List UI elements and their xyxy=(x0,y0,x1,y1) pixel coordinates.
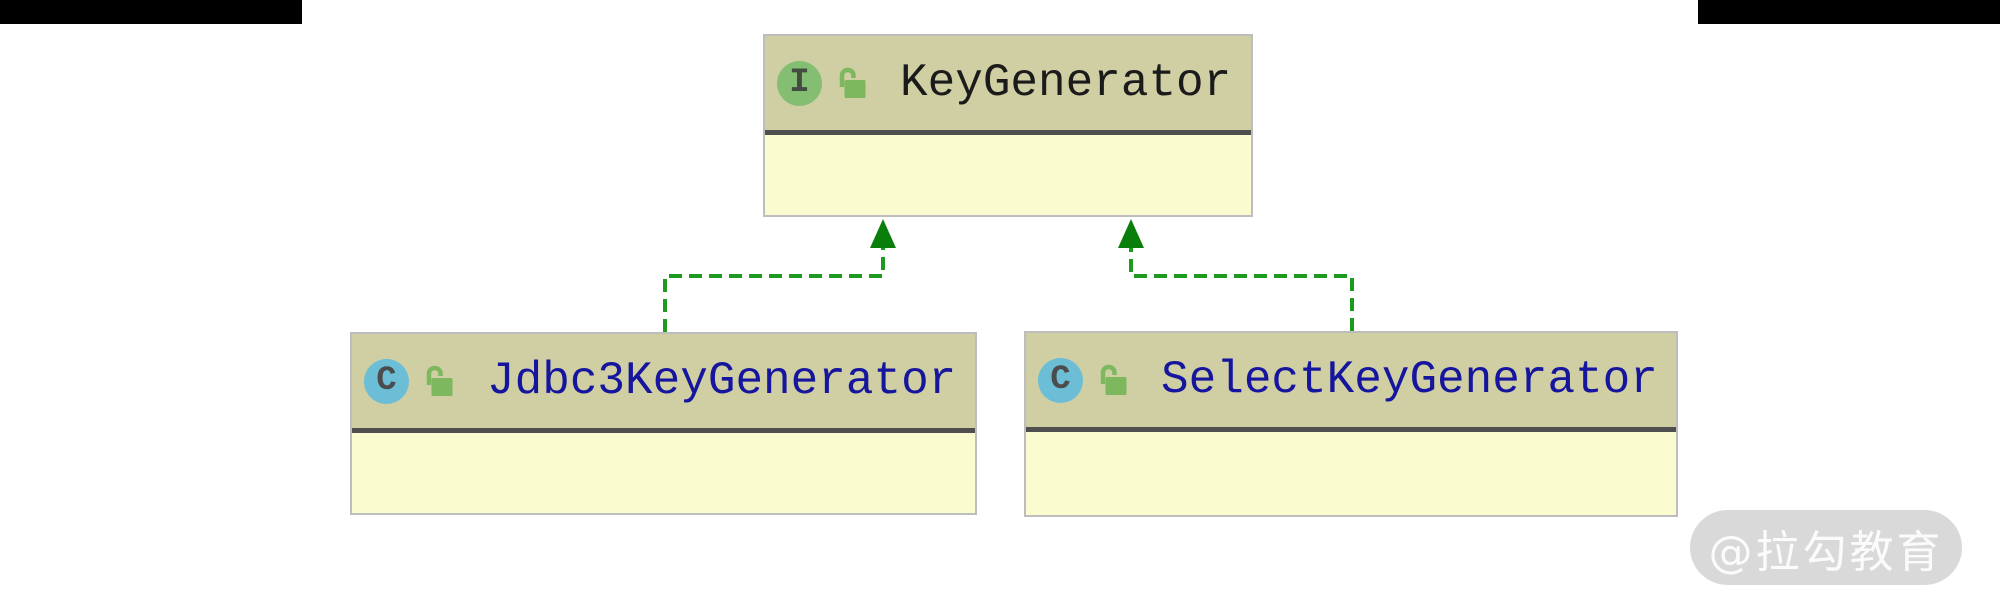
node-members-section xyxy=(765,135,1251,215)
lock-shackle xyxy=(839,67,856,87)
lock-shackle xyxy=(1100,364,1117,384)
node-title-bar: C Jdbc3KeyGenerator xyxy=(352,334,975,428)
lock-body xyxy=(844,80,866,98)
node-separator xyxy=(352,428,975,433)
edge-jdbc3-implements-keygenerator[interactable] xyxy=(663,219,896,332)
watermark-text: @拉勾教育 xyxy=(1708,526,1944,578)
lock-body xyxy=(1105,377,1127,395)
uml-node-keygenerator[interactable]: I KeyGenerator xyxy=(763,34,1253,217)
node-name-keygenerator: KeyGenerator xyxy=(900,57,1232,109)
lock-shackle xyxy=(426,365,443,385)
unlocked-visibility-icon xyxy=(426,365,453,396)
node-separator xyxy=(1026,427,1676,432)
class-badge-letter: C xyxy=(1050,361,1071,399)
uml-node-selectkeygenerator[interactable]: C SelectKeyGenerator xyxy=(1024,331,1678,517)
lock-body xyxy=(431,378,453,396)
node-members-section xyxy=(352,433,975,513)
node-title-bar: I KeyGenerator xyxy=(765,36,1251,130)
node-name-selectkeygenerator: SelectKeyGenerator xyxy=(1161,354,1658,406)
interface-badge-letter: I xyxy=(789,64,810,102)
top-right-crop-bar xyxy=(1698,0,2000,24)
uml-node-jdbc3keygenerator[interactable]: C Jdbc3KeyGenerator xyxy=(350,332,977,515)
node-title-bar: C SelectKeyGenerator xyxy=(1026,333,1676,427)
edge-dashed-line xyxy=(1129,248,1354,331)
unlocked-visibility-icon xyxy=(1100,364,1127,395)
watermark-badge: @拉勾教育 xyxy=(1690,510,1962,585)
class-badge-icon: C xyxy=(364,358,409,404)
class-badge-icon: C xyxy=(1038,357,1083,403)
implements-arrowhead-icon xyxy=(1118,219,1144,248)
node-members-section xyxy=(1026,432,1676,515)
unlocked-visibility-icon xyxy=(839,67,866,98)
edge-dashed-line xyxy=(663,248,885,332)
node-separator xyxy=(765,130,1251,135)
node-name-jdbc3keygenerator: Jdbc3KeyGenerator xyxy=(487,355,957,407)
implements-arrowhead-icon xyxy=(870,219,896,248)
interface-badge-icon: I xyxy=(777,60,822,106)
top-left-crop-bar xyxy=(0,0,302,24)
edge-select-implements-keygenerator[interactable] xyxy=(1118,219,1354,331)
class-badge-letter: C xyxy=(376,362,397,400)
